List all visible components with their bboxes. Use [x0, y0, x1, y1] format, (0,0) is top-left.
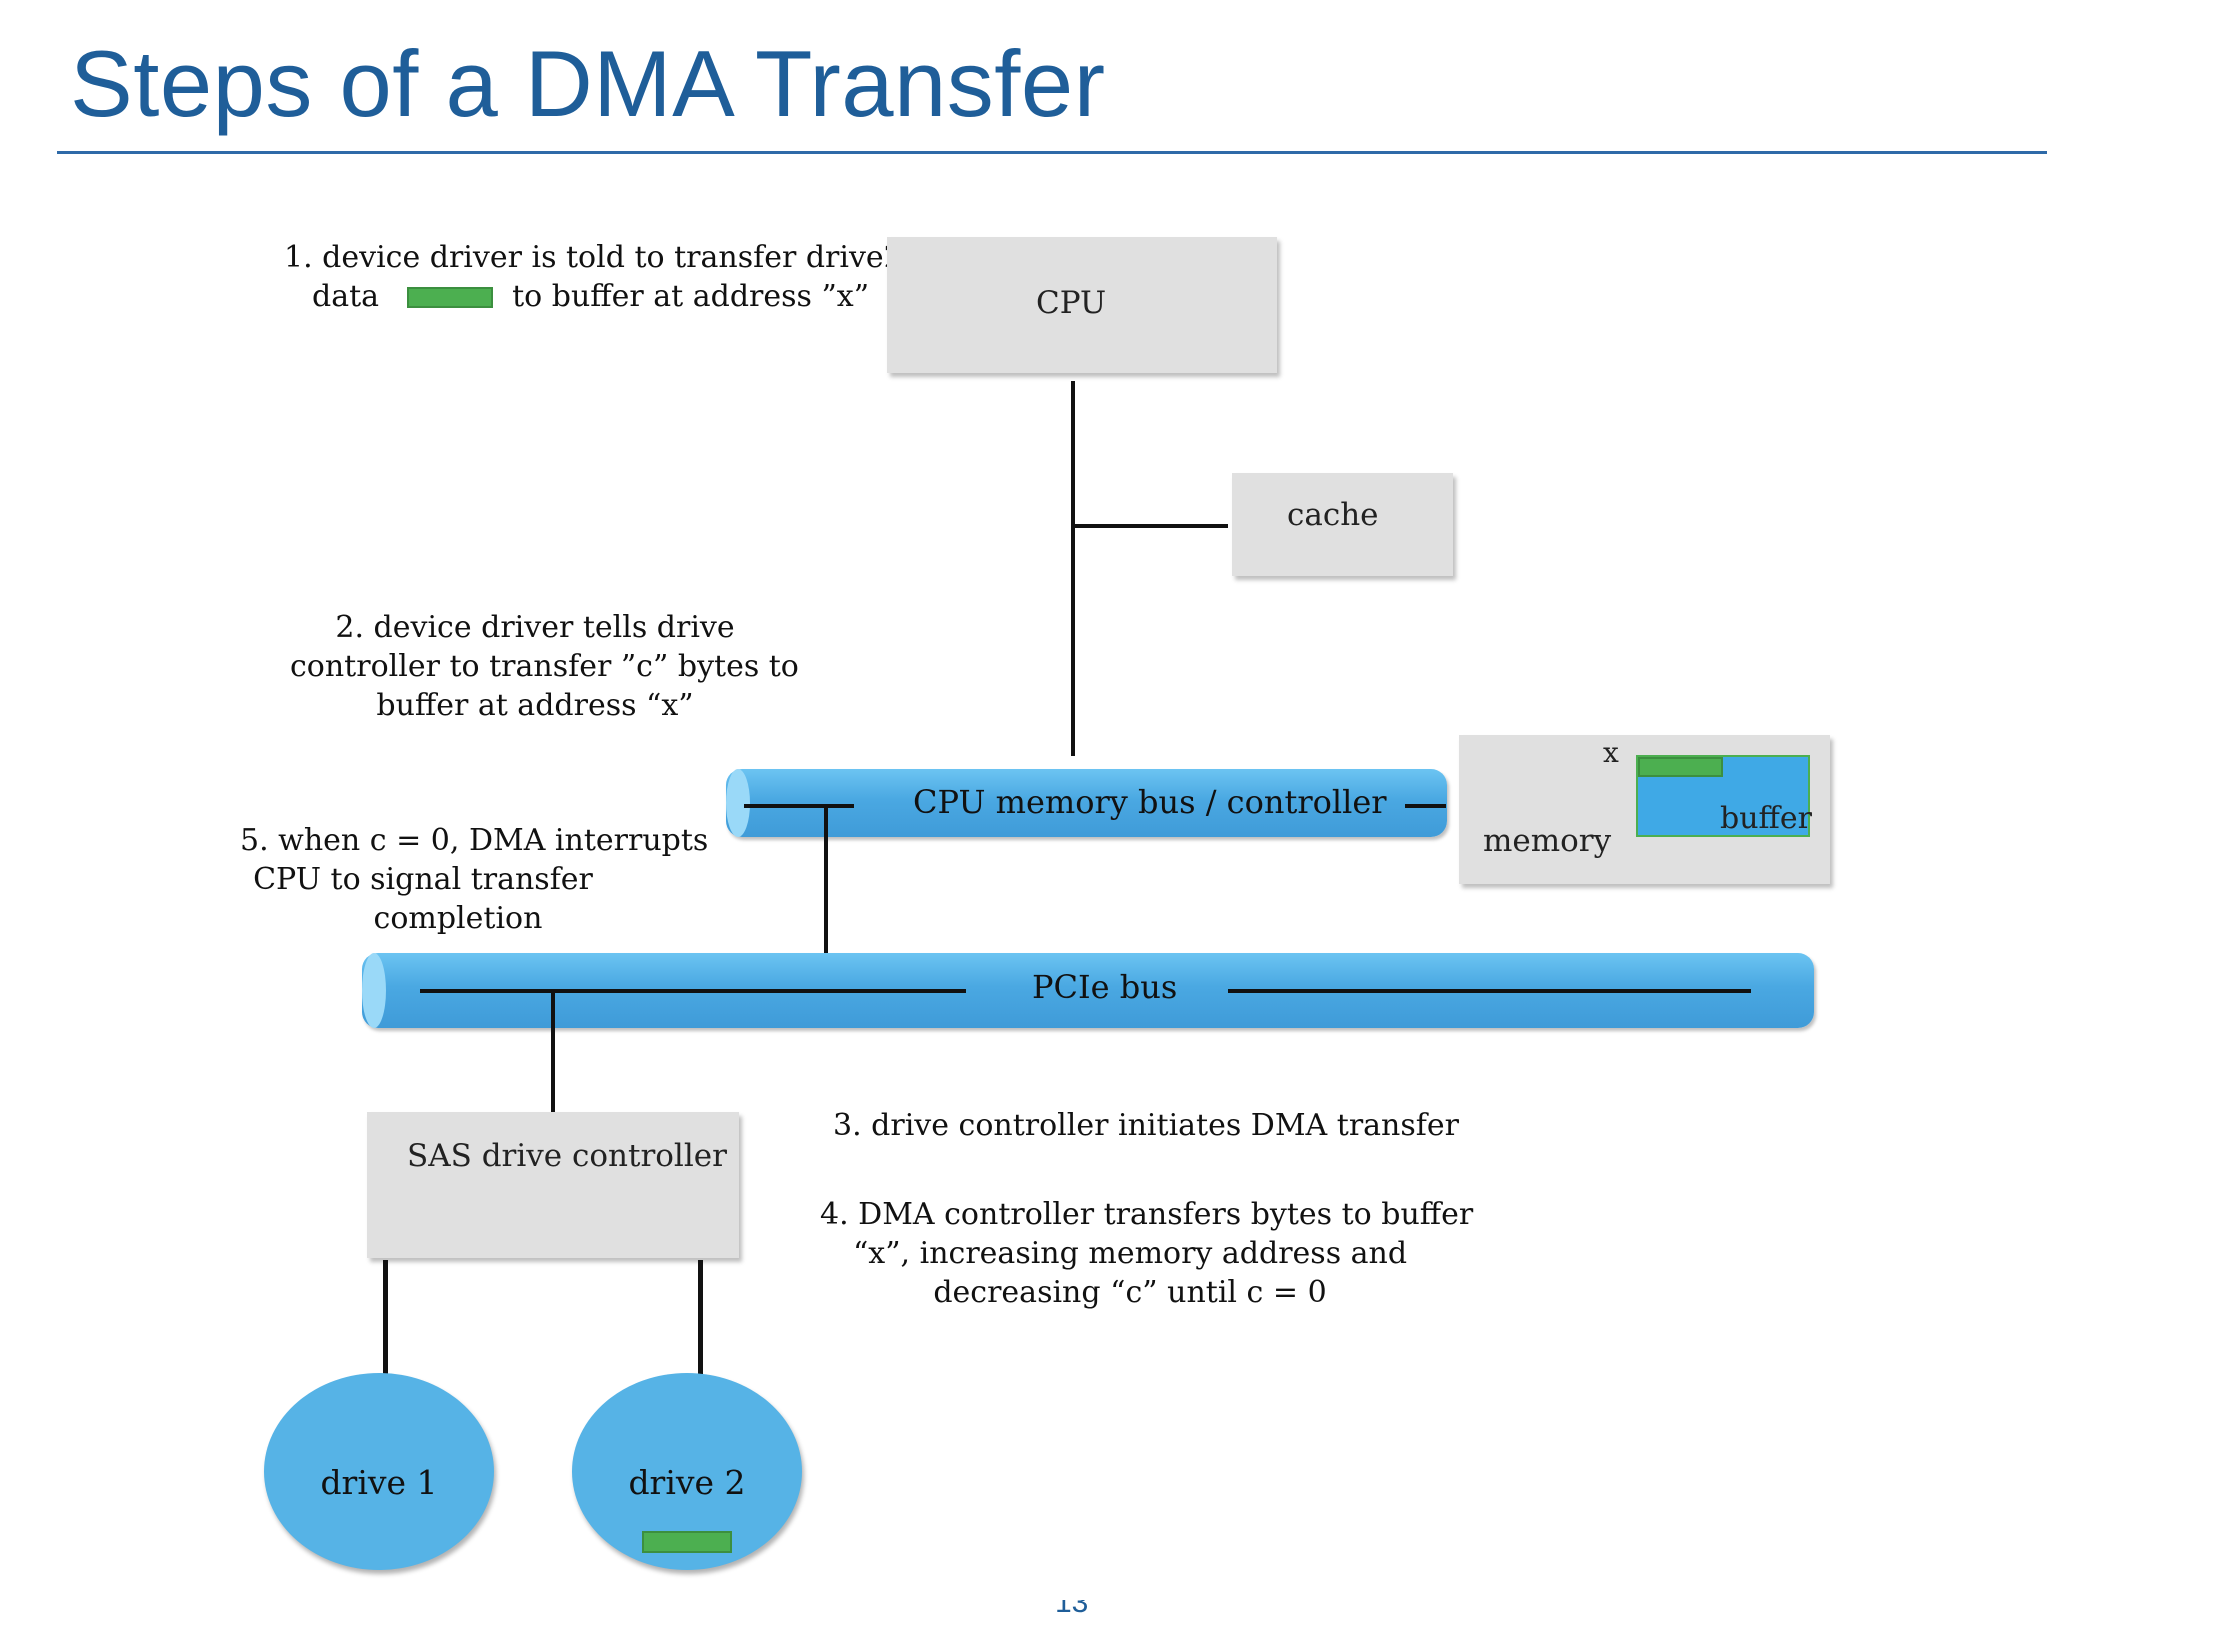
- drive-1-label: drive 1: [320, 1463, 438, 1502]
- step-3-note: 3. drive controller initiates DMA transf…: [833, 1106, 1459, 1145]
- cpu-memory-bus-line-left: [744, 804, 854, 808]
- data-block-icon: [406, 287, 493, 308]
- drive-2-data-block: [642, 1531, 732, 1553]
- step-5-line-1: 5. when c = 0, DMA interrupts: [240, 823, 709, 858]
- step-1-note: 1. device driver is told to transfer dri…: [280, 238, 903, 316]
- bus-bridge-connector: [824, 804, 828, 997]
- cpu-memory-bus-end: [726, 769, 750, 837]
- step-2-note: 2. device driver tells drive controller …: [290, 608, 799, 725]
- page-number: 13: [1055, 1600, 1095, 1614]
- step-4-note: 4. DMA controller transfers bytes to buf…: [820, 1195, 1474, 1312]
- cpu-label: CPU: [1036, 285, 1107, 321]
- pcie-bus-end: [362, 953, 386, 1028]
- step-4-line-3: decreasing “c” until c = 0: [933, 1275, 1327, 1310]
- cpu-box: CPU: [887, 237, 1277, 373]
- cache-label: cache: [1287, 497, 1379, 533]
- step-2-line-2: controller to transfer ”c” bytes to: [290, 649, 799, 684]
- buffer-label: buffer: [1720, 801, 1812, 836]
- step-1-line-1: 1. device driver is told to transfer dri…: [284, 240, 903, 275]
- step-4-line-1: 4. DMA controller transfers bytes to buf…: [820, 1197, 1474, 1232]
- drive-1-connector: [383, 1260, 388, 1374]
- step-5-note: 5. when c = 0, DMA interrupts CPU to sig…: [240, 821, 709, 938]
- cpu-memory-bus-label: CPU memory bus / controller: [913, 783, 1387, 821]
- pcie-bus-line-right: [1228, 989, 1751, 993]
- step-2-line-3: buffer at address “x”: [376, 688, 694, 723]
- cpu-bus-connector: [1071, 381, 1075, 756]
- drive-2-connector: [698, 1260, 703, 1374]
- title-divider: [57, 151, 2047, 154]
- cache-connector: [1071, 524, 1228, 528]
- pcie-bus-line-left: [420, 989, 966, 993]
- controller-connector: [551, 991, 555, 1113]
- drive-2-label: drive 2: [628, 1463, 746, 1502]
- step-2-line-1: 2. device driver tells drive: [335, 610, 735, 645]
- memory-label: memory: [1483, 823, 1612, 859]
- sas-controller-box: SAS drive controller: [367, 1112, 739, 1258]
- step-4-line-2: “x”, increasing memory address and: [852, 1236, 1408, 1271]
- step-1-data-label: data: [312, 279, 380, 314]
- sas-controller-label: SAS drive controller: [407, 1138, 727, 1174]
- drive-1: drive 1: [264, 1373, 494, 1570]
- pcie-bus-label: PCIe bus: [1032, 968, 1178, 1006]
- slide-title: Steps of a DMA Transfer: [70, 31, 1106, 136]
- cpu-memory-bus: [726, 769, 1447, 837]
- step-1-line-2: to buffer at address ”x”: [512, 279, 870, 314]
- step-5-line-2: CPU to signal transfer: [253, 862, 593, 897]
- cpu-memory-bus-line-right: [1405, 804, 1446, 808]
- step-3-line-1: 3. drive controller initiates DMA transf…: [833, 1108, 1459, 1143]
- buffer-data-block: [1638, 757, 1723, 777]
- drive-2: drive 2: [572, 1373, 802, 1570]
- step-5-line-3: completion: [373, 901, 543, 936]
- cache-box: cache: [1232, 473, 1453, 576]
- memory-address-label: x: [1603, 736, 1619, 769]
- buffer-region: buffer: [1636, 755, 1812, 837]
- memory-box: memory x buffer: [1459, 735, 1830, 884]
